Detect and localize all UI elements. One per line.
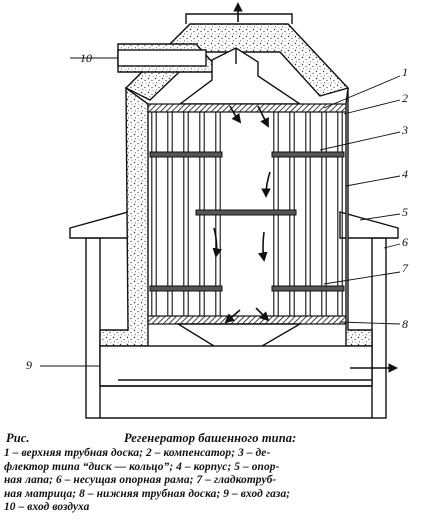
callout-10: 10 bbox=[80, 51, 92, 65]
caption-line: флектор типа “диск — кольцо”; 4 – корпус… bbox=[4, 460, 280, 473]
leader-lines bbox=[319, 75, 401, 325]
caption-line: 1 – верхняя трубная доска; 2 – компенсат… bbox=[4, 447, 271, 460]
caption-heading: Рис. Регенератор башенного типа: bbox=[4, 431, 443, 445]
callout-6: 6 bbox=[402, 235, 408, 249]
caption-line: ная матрица; 8 – нижняя трубная доска; 9… bbox=[4, 487, 291, 500]
caption-title: Регенератор башенного типа: bbox=[124, 431, 297, 445]
flow-arrows bbox=[212, 2, 398, 373]
callout-5: 5 bbox=[402, 205, 408, 219]
callout-1: 1 bbox=[402, 65, 408, 79]
caption-line: 10 – вход воздуха bbox=[4, 501, 90, 514]
upper-tube-sheet bbox=[147, 103, 347, 113]
callout-2: 2 bbox=[402, 91, 408, 105]
caption-prefix: Рис. bbox=[6, 431, 30, 445]
callout-4: 4 bbox=[402, 167, 408, 181]
regenerator-diagram: 1 2 3 4 5 6 7 8 9 10 bbox=[26, 2, 409, 419]
callout-9: 9 bbox=[26, 358, 32, 372]
callout-numbers: 1 2 3 4 5 6 7 8 9 10 bbox=[26, 51, 409, 372]
lower-tube-sheet bbox=[147, 315, 347, 325]
callout-3: 3 bbox=[401, 123, 408, 137]
gas-inlet-duct bbox=[40, 345, 373, 387]
figure-caption: Рис. Регенератор башенного типа: 1 – вер… bbox=[4, 431, 443, 514]
callout-8: 8 bbox=[402, 317, 408, 331]
upper-distributor bbox=[177, 47, 303, 105]
caption-line: ная лапа; 6 – несущая опорная рама; 7 – … bbox=[4, 474, 277, 487]
callout-7: 7 bbox=[402, 261, 409, 275]
baffles bbox=[149, 151, 345, 292]
support-paw bbox=[69, 211, 399, 239]
